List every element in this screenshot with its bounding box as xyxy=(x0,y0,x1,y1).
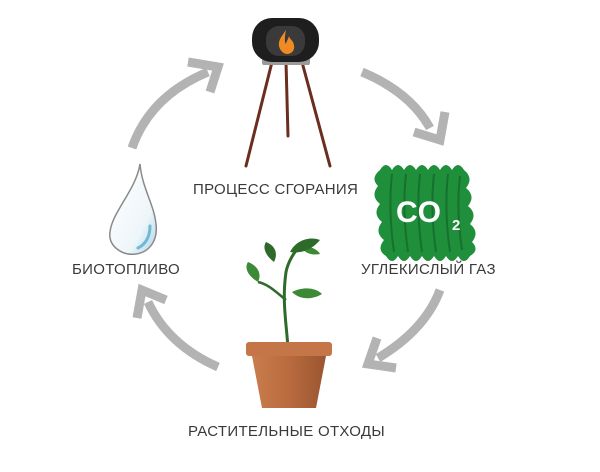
droplet-icon xyxy=(109,163,158,255)
stove-window xyxy=(266,26,305,56)
pot-body xyxy=(252,356,326,408)
co2-icon: CO 2 xyxy=(374,165,476,261)
stove-icon xyxy=(244,18,332,168)
co2-texture xyxy=(389,173,463,253)
co2-subscript: 2 xyxy=(452,217,460,234)
plant-pot-icon xyxy=(246,238,332,408)
label-biofuel: БИОТОПЛИВО xyxy=(72,261,181,278)
cycle-arrows xyxy=(127,57,450,373)
arrow-co2-to-waste xyxy=(361,288,445,373)
tripod-legs xyxy=(244,60,332,168)
label-plant-waste: РАСТИТЕЛЬНЫЕ ОТХОДЫ xyxy=(188,423,385,440)
plant-icon xyxy=(246,238,322,349)
arrow-biofuel-to-combustion xyxy=(127,57,224,150)
pot-rim xyxy=(246,342,332,356)
arrow-waste-to-biofuel xyxy=(132,283,220,372)
flame-icon xyxy=(278,30,295,54)
arrow-combustion-to-co2 xyxy=(360,67,450,146)
co2-cloud xyxy=(374,165,476,261)
label-co2: УГЛЕКИСЛЫЙ ГАЗ xyxy=(361,261,496,278)
co2-formula: CO xyxy=(396,196,441,229)
label-combustion: ПРОЦЕСС СГОРАНИЯ xyxy=(193,181,359,198)
